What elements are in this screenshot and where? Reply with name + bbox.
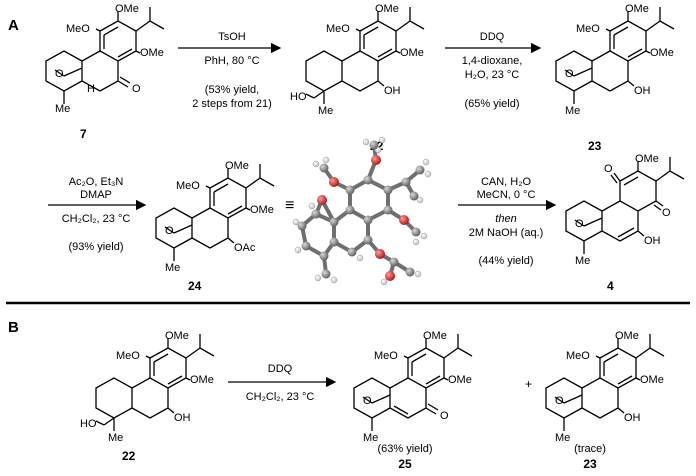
ome-label: OMe	[625, 3, 649, 15]
ketone-oxygen-label: O	[132, 83, 141, 95]
panel-label-b: B	[8, 319, 19, 336]
ome-label: OMe	[650, 47, 674, 59]
me-label: Me	[165, 262, 180, 274]
ome-label: OMe	[400, 47, 424, 59]
arrow4-solvent: MeCN, 0 °C	[477, 189, 536, 201]
compound-number-23-b: 23	[583, 457, 597, 471]
meo-label: MeO	[326, 23, 350, 35]
oh-label: OH	[634, 85, 651, 97]
arrow1-yield: (53% yield,	[205, 84, 259, 96]
oh-label: OH	[624, 412, 641, 424]
arrow2-reagent: DDQ	[480, 31, 505, 43]
me-label: Me	[565, 105, 580, 117]
arrow-b-solvent: CH₂Cl₂, 23 °C	[246, 391, 315, 403]
compound-23-yield: (trace)	[574, 443, 606, 455]
compound-25: OMe MeO OMe O O Me	[353, 330, 473, 444]
arrow3-catalyst: DMAP	[80, 189, 112, 201]
me-label: Me	[108, 432, 123, 444]
compound-24: OMe MeO OMe O OAc Me	[155, 160, 275, 274]
arrow1-yield-detail: 2 steps from 21)	[192, 98, 271, 110]
arrow4-yield: (44% yield)	[478, 255, 533, 267]
arrow3-yield: (93% yield)	[68, 241, 123, 253]
bridge-oxygen-label: O	[575, 218, 584, 230]
quinone-oxygen-label: O	[604, 163, 613, 175]
arrow2-solvent: 1,4-dioxane,	[462, 55, 523, 67]
arrow2-yield: (65% yield)	[464, 98, 519, 110]
arrow4-base: 2M NaOH (aq.)	[469, 227, 544, 239]
ho-label: HO	[290, 91, 307, 103]
compound-number-23: 23	[588, 139, 602, 153]
me-label: Me	[575, 255, 590, 267]
ome-label: OMe	[190, 374, 214, 386]
compound-4	[565, 157, 685, 254]
meo-label: MeO	[116, 350, 140, 362]
meo-label: MeO	[566, 350, 590, 362]
me-label: Me	[363, 432, 378, 444]
bridge-oxygen-label: O	[555, 395, 564, 407]
ome-label: OMe	[115, 3, 139, 15]
ome-label: OMe	[165, 330, 189, 342]
arrow4-reagents: CAN, H₂O	[481, 176, 532, 188]
oh-label: OH	[174, 412, 191, 424]
arrow2-conditions: H₂O, 23 °C	[465, 69, 520, 81]
compound-23-b: OMe MeO OMe O OH Me	[545, 330, 665, 444]
bridge-oxygen-label: O	[565, 68, 574, 80]
compound-22: OMe MeO OMe OH HO Me	[290, 3, 425, 117]
ome-label: OMe	[375, 3, 399, 15]
me-label: Me	[55, 103, 70, 115]
quinone-oxygen-label: O	[662, 207, 671, 219]
compound-number-4: 4	[607, 279, 614, 293]
meo-label: MeO	[176, 180, 200, 192]
ome-label: OMe	[225, 160, 249, 172]
ome-label: OMe	[448, 374, 472, 386]
crystal-structure	[292, 136, 432, 286]
bridge-oxygen-label: O	[363, 395, 372, 407]
ho-label: HO	[80, 418, 97, 430]
bridge-oxygen-label: O	[55, 68, 64, 80]
ome-label: OMe	[423, 330, 447, 342]
ketone-oxygen-label: O	[440, 410, 449, 422]
arrow3-solvent: CH₂Cl₂, 23 °C	[62, 213, 131, 225]
compound-23: OMe MeO OMe O OH Me	[555, 3, 675, 117]
oh-label: OH	[384, 85, 401, 97]
ome-label: OMe	[635, 153, 659, 165]
arrow3-reagents: Ac₂O, Et₃N	[69, 176, 124, 188]
ome-label: OMe	[640, 374, 664, 386]
compound-22-b: OMe MeO OMe OH HO Me	[80, 330, 215, 444]
arrow1-conditions: PhH, 80 °C	[204, 55, 259, 67]
arrow1-reagent: TsOH	[218, 31, 246, 43]
h-label: H	[87, 83, 95, 95]
bridge-oxygen-label: O	[165, 225, 174, 237]
oh-label: OH	[644, 235, 661, 247]
compound-25-yield: (63% yield)	[377, 443, 432, 455]
meo-label: MeO	[374, 350, 398, 362]
ome-label: OMe	[140, 47, 164, 59]
compound-number-24: 24	[188, 279, 202, 293]
me-label: Me	[318, 105, 333, 117]
compound-7: OMe MeO OMe O H O Me	[45, 3, 165, 115]
ome-label: OMe	[615, 330, 639, 342]
plus-sign: +	[525, 377, 532, 391]
meo-label: MeO	[66, 23, 90, 35]
meo-label: MeO	[576, 23, 600, 35]
panel-label-a: A	[8, 17, 19, 34]
ome-label: OMe	[250, 204, 274, 216]
arrow4-then: then	[495, 213, 516, 225]
compound-number-22-b: 22	[122, 449, 136, 463]
equivalence-symbol: ≡	[285, 197, 294, 214]
oac-label: OAc	[234, 242, 256, 254]
arrow-b-reagent: DDQ	[268, 363, 293, 375]
me-label: Me	[555, 432, 570, 444]
compound-number-7: 7	[80, 127, 87, 141]
compound-number-25: 25	[398, 457, 412, 471]
